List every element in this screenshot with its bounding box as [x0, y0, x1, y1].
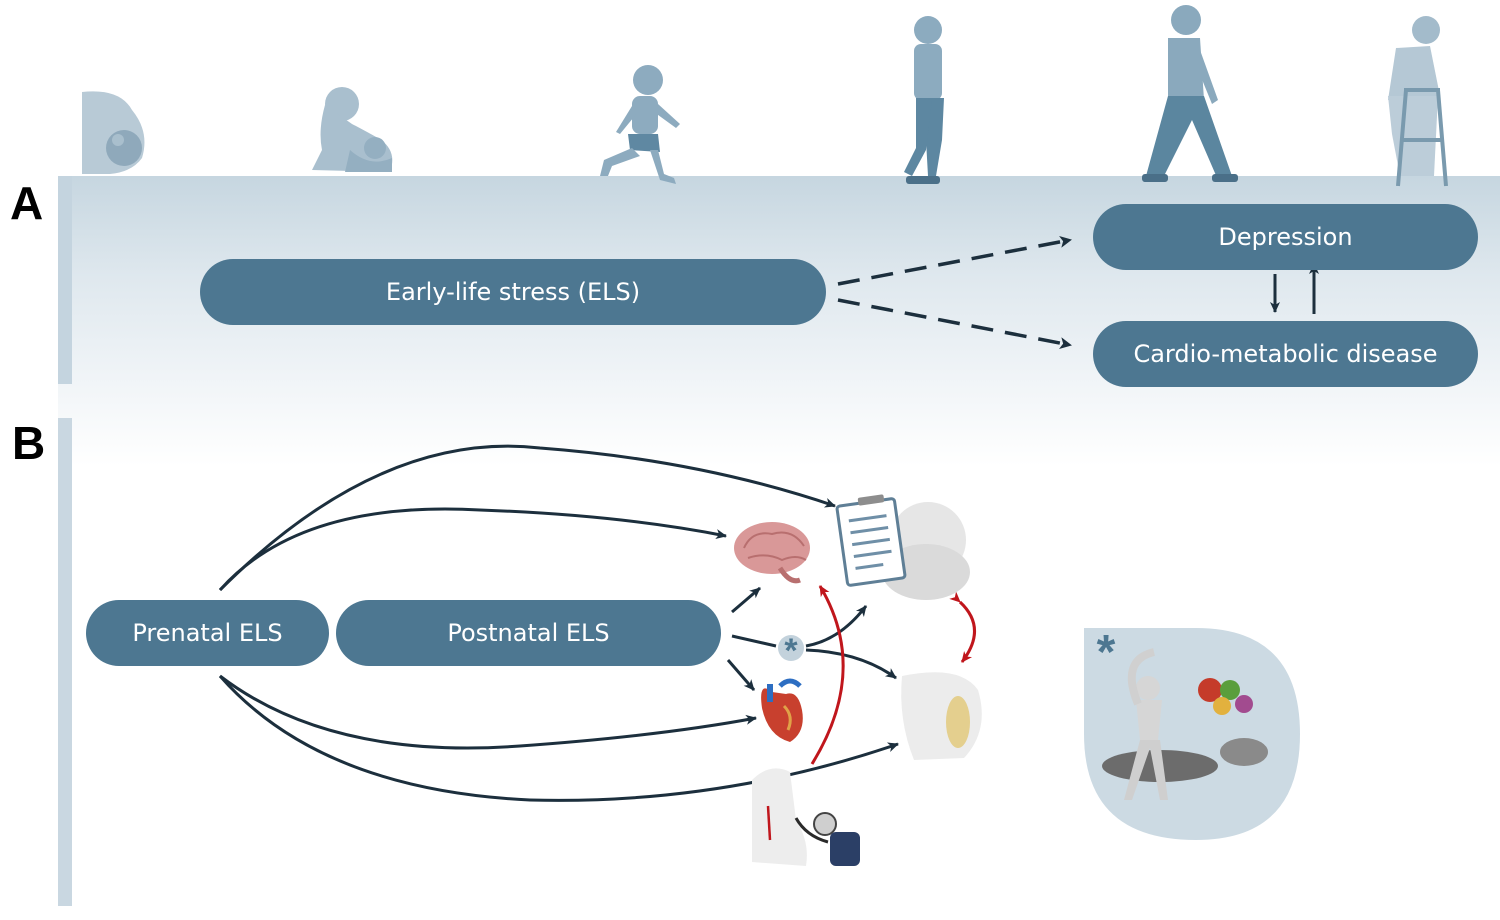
dashed-arrow-els-to-cardio: [837, 298, 1072, 349]
arrow-prenatal-to-questionnaire: [218, 444, 836, 592]
lifestyle-mediator-marker: *: [784, 632, 798, 670]
dashed-arrow-els-to-depression: [837, 235, 1072, 286]
heart-icon: [761, 678, 803, 742]
early-life-stress-pill: Early-life stress (ELS): [200, 259, 826, 325]
arrow-prenatal-to-brain: [218, 507, 727, 591]
blood-pressure-icon: [752, 768, 860, 866]
red-arrow-depression-adiposity: [949, 591, 976, 663]
breastfeeding-mother-icon: [312, 87, 393, 172]
pregnancy-icon: [82, 91, 145, 174]
brain-icon: [734, 522, 810, 584]
arrow-postnatal-to-brain: [731, 586, 761, 614]
arrow-postnatal-to-heart: [726, 659, 756, 691]
arrow-lifestyle-to-adiposity: [805, 648, 897, 680]
arrow-postnatal-to-lifestyle: [731, 634, 777, 648]
questionnaire-depression-icon: [835, 494, 970, 600]
walking-adult-icon: [1142, 5, 1238, 182]
cardio-metabolic-disease-pill: Cardio-metabolic disease: [1093, 321, 1478, 387]
lifestyle-mediator-bubble: [778, 635, 804, 661]
running-toddler-icon: [600, 65, 680, 184]
elderly-with-walker-icon: [1388, 16, 1448, 187]
depression-pill: Depression: [1093, 204, 1478, 270]
panel-b-label: B: [12, 417, 46, 469]
arrow-prenatal-to-adiposity: [218, 675, 899, 802]
arrow-prenatal-to-heart: [219, 674, 757, 750]
panel-a-sidebar: [58, 176, 72, 384]
panel-b-sidebar: [58, 418, 72, 906]
panel-a-label: A: [10, 177, 44, 229]
abdominal-adiposity-icon: [901, 672, 982, 760]
walking-child-icon: [904, 16, 944, 184]
lifestyle-inset: [1084, 628, 1300, 840]
postnatal-els-pill: Postnatal ELS: [336, 600, 721, 666]
lifestyle-inset-marker: *: [1097, 626, 1116, 679]
red-arrow-blood-pressure-to-brain: [810, 585, 845, 765]
prenatal-els-pill: Prenatal ELS: [86, 600, 329, 666]
